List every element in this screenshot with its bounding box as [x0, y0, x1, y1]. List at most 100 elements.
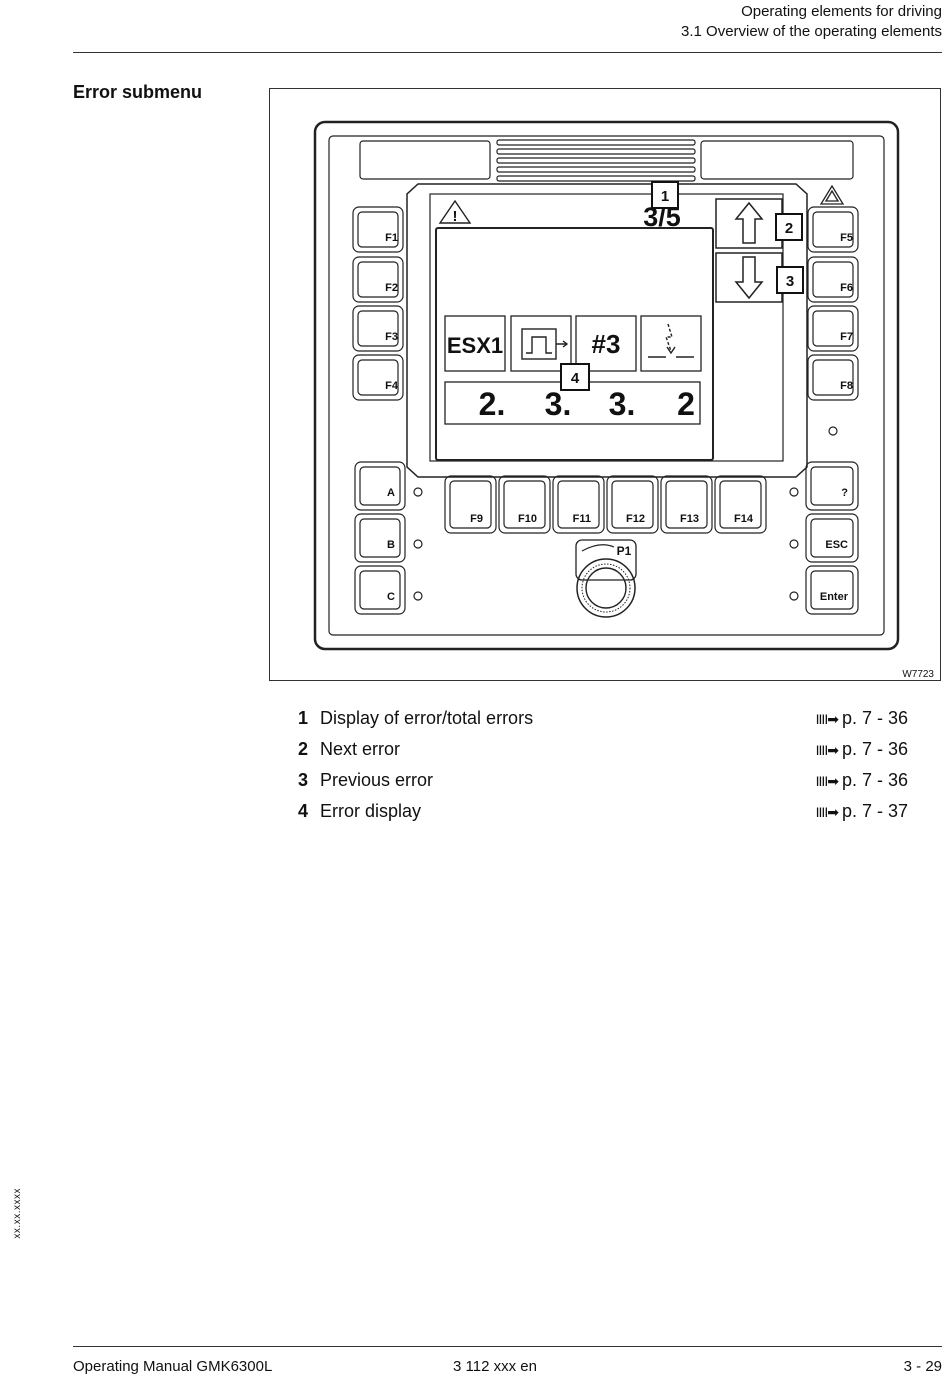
function-key-f12[interactable]: F12	[606, 475, 659, 534]
reference-arrow-icon: IIII➡	[815, 804, 839, 820]
key-label: F5	[840, 232, 853, 244]
error-code-digit: 2	[677, 386, 695, 422]
function-key-f1[interactable]: F1	[352, 206, 404, 253]
side-code: xx.xx.xxxx	[12, 1188, 23, 1239]
callout-4: 4	[571, 370, 580, 387]
running-header: Operating elements for driving 3.1 Overv…	[681, 2, 942, 42]
footer-manual-title: Operating Manual GMK6300L	[73, 1358, 273, 1375]
function-key-f9[interactable]: F9	[444, 475, 497, 534]
ground-fault-icon	[648, 323, 694, 358]
function-key-f10[interactable]: F10	[498, 475, 551, 534]
section-title: Error submenu	[73, 82, 203, 102]
page-reference-link[interactable]: IIII➡p. 7 - 36	[816, 704, 908, 733]
screen-inner	[435, 227, 714, 461]
control-panel-drawing: ! 3/5 ESX1 #3	[313, 120, 934, 680]
page-reference-link[interactable]: IIII➡p. 7 - 36	[816, 766, 908, 795]
page-reference: p. 7 - 36	[841, 739, 908, 759]
header-chapter: Operating elements for driving	[741, 3, 942, 20]
control-panel-figure: ! 3/5 ESX1 #3	[269, 88, 941, 681]
function-key-f8[interactable]: F8	[807, 354, 859, 401]
indicator-leds	[413, 426, 838, 601]
previous-error-button[interactable]	[715, 252, 783, 303]
function-key-f11[interactable]: F11	[552, 475, 605, 534]
arrow-up-icon	[734, 201, 764, 244]
error-symbol-number: #3	[592, 329, 621, 359]
footer-page-number: 3 - 29	[903, 1358, 942, 1375]
legend-item: 2 Next error IIII➡p. 7 - 36	[298, 735, 908, 766]
key-label: F1	[385, 232, 398, 244]
callout-3: 3	[786, 273, 794, 290]
figure-id: W7723	[902, 669, 934, 680]
key-label: ESC	[825, 539, 848, 551]
vent-grille	[496, 139, 696, 182]
key-label: F3	[385, 331, 398, 343]
error-code-digit: 2.	[479, 386, 506, 422]
function-key-f5[interactable]: F5	[807, 206, 859, 253]
key-b[interactable]: B	[354, 513, 406, 563]
error-code-digit: 3.	[545, 386, 572, 422]
key-label: F13	[680, 513, 699, 525]
legend-text: Previous error	[320, 770, 434, 790]
function-key-f2[interactable]: F2	[352, 256, 404, 303]
warning-icon: !	[438, 199, 472, 225]
key-label: F9	[470, 513, 483, 525]
enter-key[interactable]: Enter	[805, 565, 859, 615]
legend: 1 Display of error/total errors IIII➡p. …	[298, 704, 908, 828]
legend-item: 3 Previous error IIII➡p. 7 - 36	[298, 766, 908, 797]
escape-key[interactable]: ESC	[805, 513, 859, 563]
function-key-f7[interactable]: F7	[807, 305, 859, 352]
legend-number: 4	[298, 801, 309, 821]
legend-text: Next error	[320, 739, 401, 759]
page-reference-link[interactable]: IIII➡p. 7 - 36	[816, 735, 908, 764]
key-label: ?	[841, 487, 848, 499]
key-a[interactable]: A	[354, 461, 406, 511]
legend-number: 3	[298, 770, 309, 790]
page-reference: p. 7 - 36	[841, 708, 908, 728]
hazard-warning-icon	[819, 184, 845, 205]
next-error-button[interactable]	[715, 198, 783, 249]
legend-item: 4 Error display IIII➡p. 7 - 37	[298, 797, 908, 828]
key-c[interactable]: C	[354, 565, 406, 615]
key-label: F12	[626, 513, 645, 525]
legend-number: 1	[298, 708, 309, 728]
legend-number: 2	[298, 739, 309, 759]
page-reference: p. 7 - 37	[841, 801, 908, 821]
reference-arrow-icon: IIII➡	[815, 773, 839, 789]
footer-doc-number: 3 112 xxx en	[453, 1358, 537, 1375]
key-label: Enter	[820, 591, 849, 603]
key-label: C	[387, 591, 395, 603]
svg-text:!: !	[453, 208, 458, 225]
callout-2: 2	[785, 220, 793, 237]
panel-bezel	[328, 135, 885, 636]
error-symbols: ESX1 #3	[444, 315, 702, 372]
key-label: F14	[734, 513, 754, 525]
page-reference-link[interactable]: IIII➡p. 7 - 37	[816, 797, 908, 826]
callout-1: 1	[661, 188, 669, 205]
footer-rule	[73, 1346, 942, 1347]
function-key-f6[interactable]: F6	[807, 256, 859, 303]
rotary-knob-p1[interactable]: P1	[575, 539, 637, 618]
pulse-signal-icon	[521, 328, 569, 360]
key-label: B	[387, 539, 395, 551]
header-section: 3.1 Overview of the operating elements	[681, 23, 942, 40]
legend-text: Error display	[320, 801, 422, 821]
page-reference: p. 7 - 36	[841, 770, 908, 790]
panel-housing	[313, 120, 900, 651]
key-label: F10	[518, 513, 537, 525]
key-label: F6	[840, 282, 853, 294]
arrow-down-icon	[734, 256, 764, 300]
key-label: F4	[385, 380, 399, 392]
reference-arrow-icon: IIII➡	[815, 711, 839, 727]
function-key-f4[interactable]: F4	[352, 354, 404, 401]
function-key-f13[interactable]: F13	[660, 475, 713, 534]
function-key-f3[interactable]: F3	[352, 305, 404, 352]
function-key-f14[interactable]: F14	[714, 475, 767, 534]
help-key[interactable]: ?	[805, 461, 859, 511]
header-rule	[73, 52, 942, 53]
legend-item: 1 Display of error/total errors IIII➡p. …	[298, 704, 908, 735]
screen-frame	[406, 183, 808, 478]
key-label: F8	[840, 380, 853, 392]
key-label: F7	[840, 331, 853, 343]
knob-label: P1	[617, 544, 632, 558]
reference-arrow-icon: IIII➡	[815, 742, 839, 758]
